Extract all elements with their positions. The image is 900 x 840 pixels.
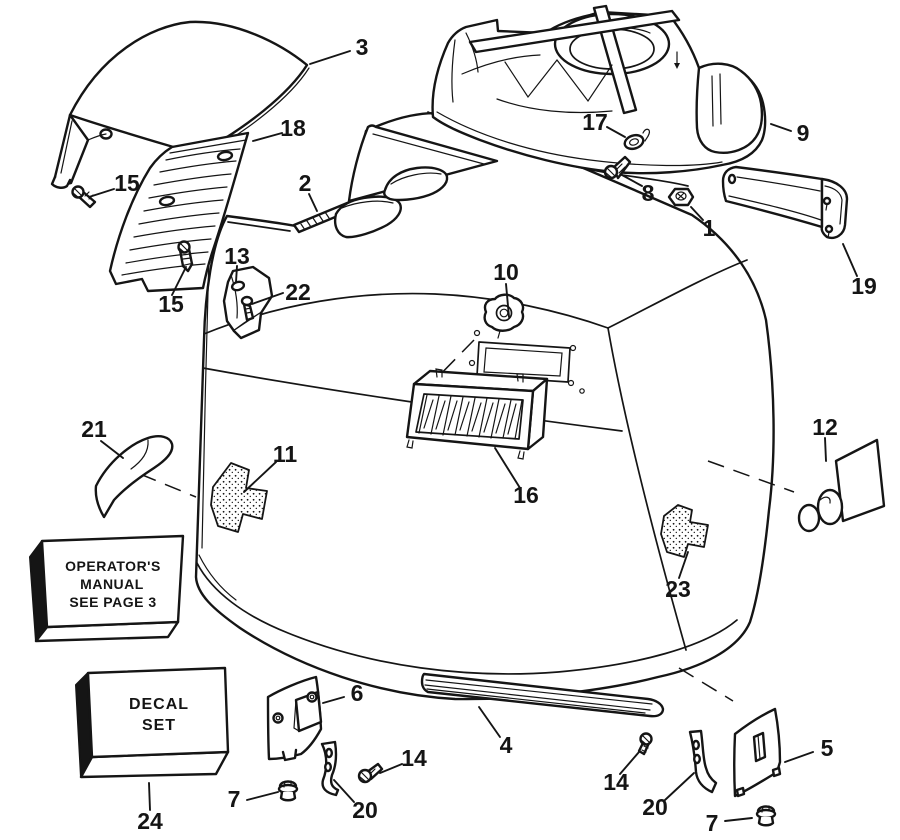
latch-recess xyxy=(468,341,585,394)
part-screw-bottom-right xyxy=(637,732,653,756)
part-handle xyxy=(721,165,849,239)
part-decal-sheet xyxy=(797,438,886,533)
callout-15b: 15 xyxy=(158,291,184,317)
callout-9: 9 xyxy=(797,120,810,146)
alignment-dash-plate xyxy=(678,667,734,702)
callout-10: 10 xyxy=(493,259,519,285)
wire-hook xyxy=(642,128,651,142)
callout-1: 1 xyxy=(703,215,716,241)
leader-lines xyxy=(88,50,858,822)
part-screw-grille-lower xyxy=(177,240,194,273)
part-vent-louver xyxy=(405,368,549,460)
screw-22 xyxy=(240,295,255,322)
callout-5: 5 xyxy=(821,735,834,761)
callout-8: 8 xyxy=(642,180,655,206)
part-clamp-bracket xyxy=(222,265,274,340)
callout-14b: 14 xyxy=(603,769,629,795)
part-bracket-left xyxy=(320,740,340,797)
sound-pad-left xyxy=(210,462,268,533)
alignment-dash-knob xyxy=(429,339,475,386)
part-grommet xyxy=(623,133,645,151)
callout-6: 6 xyxy=(351,680,364,706)
callout-11: 11 xyxy=(273,441,298,467)
callout-20b: 20 xyxy=(642,794,668,820)
part-intake-grille xyxy=(108,131,250,293)
part-screw-top xyxy=(603,155,632,180)
operators-manual-line3: SEE PAGE 3 xyxy=(69,594,156,610)
part-latch-plate xyxy=(266,675,323,762)
callout-15a: 15 xyxy=(114,170,140,196)
operators-manual-line1: OPERATOR'S xyxy=(65,558,161,574)
callout-20a: 20 xyxy=(352,797,378,823)
part-screw-bottom-left xyxy=(357,762,384,784)
part-side-plate xyxy=(733,707,782,798)
sound-pad-right xyxy=(660,504,709,558)
part-nut xyxy=(667,187,695,207)
callout-21: 21 xyxy=(81,416,107,442)
callout-18: 18 xyxy=(280,115,306,141)
screw-13-head xyxy=(230,280,246,292)
callout-16: 16 xyxy=(513,482,539,508)
callout-12: 12 xyxy=(812,414,838,440)
alignment-dash-decal xyxy=(707,460,795,493)
part-front-support xyxy=(292,124,499,239)
part-bracket-right xyxy=(688,729,718,794)
callout-22: 22 xyxy=(285,279,311,305)
part-bumper-right xyxy=(755,805,777,827)
callout-13: 13 xyxy=(224,243,250,269)
callout-24: 24 xyxy=(137,808,163,834)
operators-manual-box: OPERATOR'S MANUAL SEE PAGE 3 xyxy=(29,534,185,643)
part-trim-decal xyxy=(94,435,174,519)
decal-set-line1: DECAL xyxy=(129,696,189,713)
callout-7b: 7 xyxy=(706,810,719,836)
alignment-dash-trim xyxy=(139,473,197,498)
part-latch-knob xyxy=(473,293,525,339)
callout-7a: 7 xyxy=(228,786,241,812)
part-engine-cover-top xyxy=(431,4,767,175)
callout-4: 4 xyxy=(500,732,513,758)
callout-3: 3 xyxy=(356,34,369,60)
decal-set-box: DECAL SET xyxy=(75,666,230,779)
callout-19: 19 xyxy=(851,273,877,299)
part-screw-grille-upper xyxy=(71,185,97,209)
callout-14a: 14 xyxy=(401,745,427,771)
decal-set-line2: SET xyxy=(142,717,176,734)
part-seal-strip xyxy=(420,672,665,718)
operators-manual-line2: MANUAL xyxy=(80,576,144,592)
callout-23: 23 xyxy=(665,576,691,602)
callout-labels: 3 18 15 15 2 13 22 17 8 9 1 19 10 16 11 … xyxy=(81,34,877,836)
callout-17: 17 xyxy=(582,109,608,135)
callout-2: 2 xyxy=(299,170,312,196)
part-bumper-left xyxy=(277,780,299,802)
